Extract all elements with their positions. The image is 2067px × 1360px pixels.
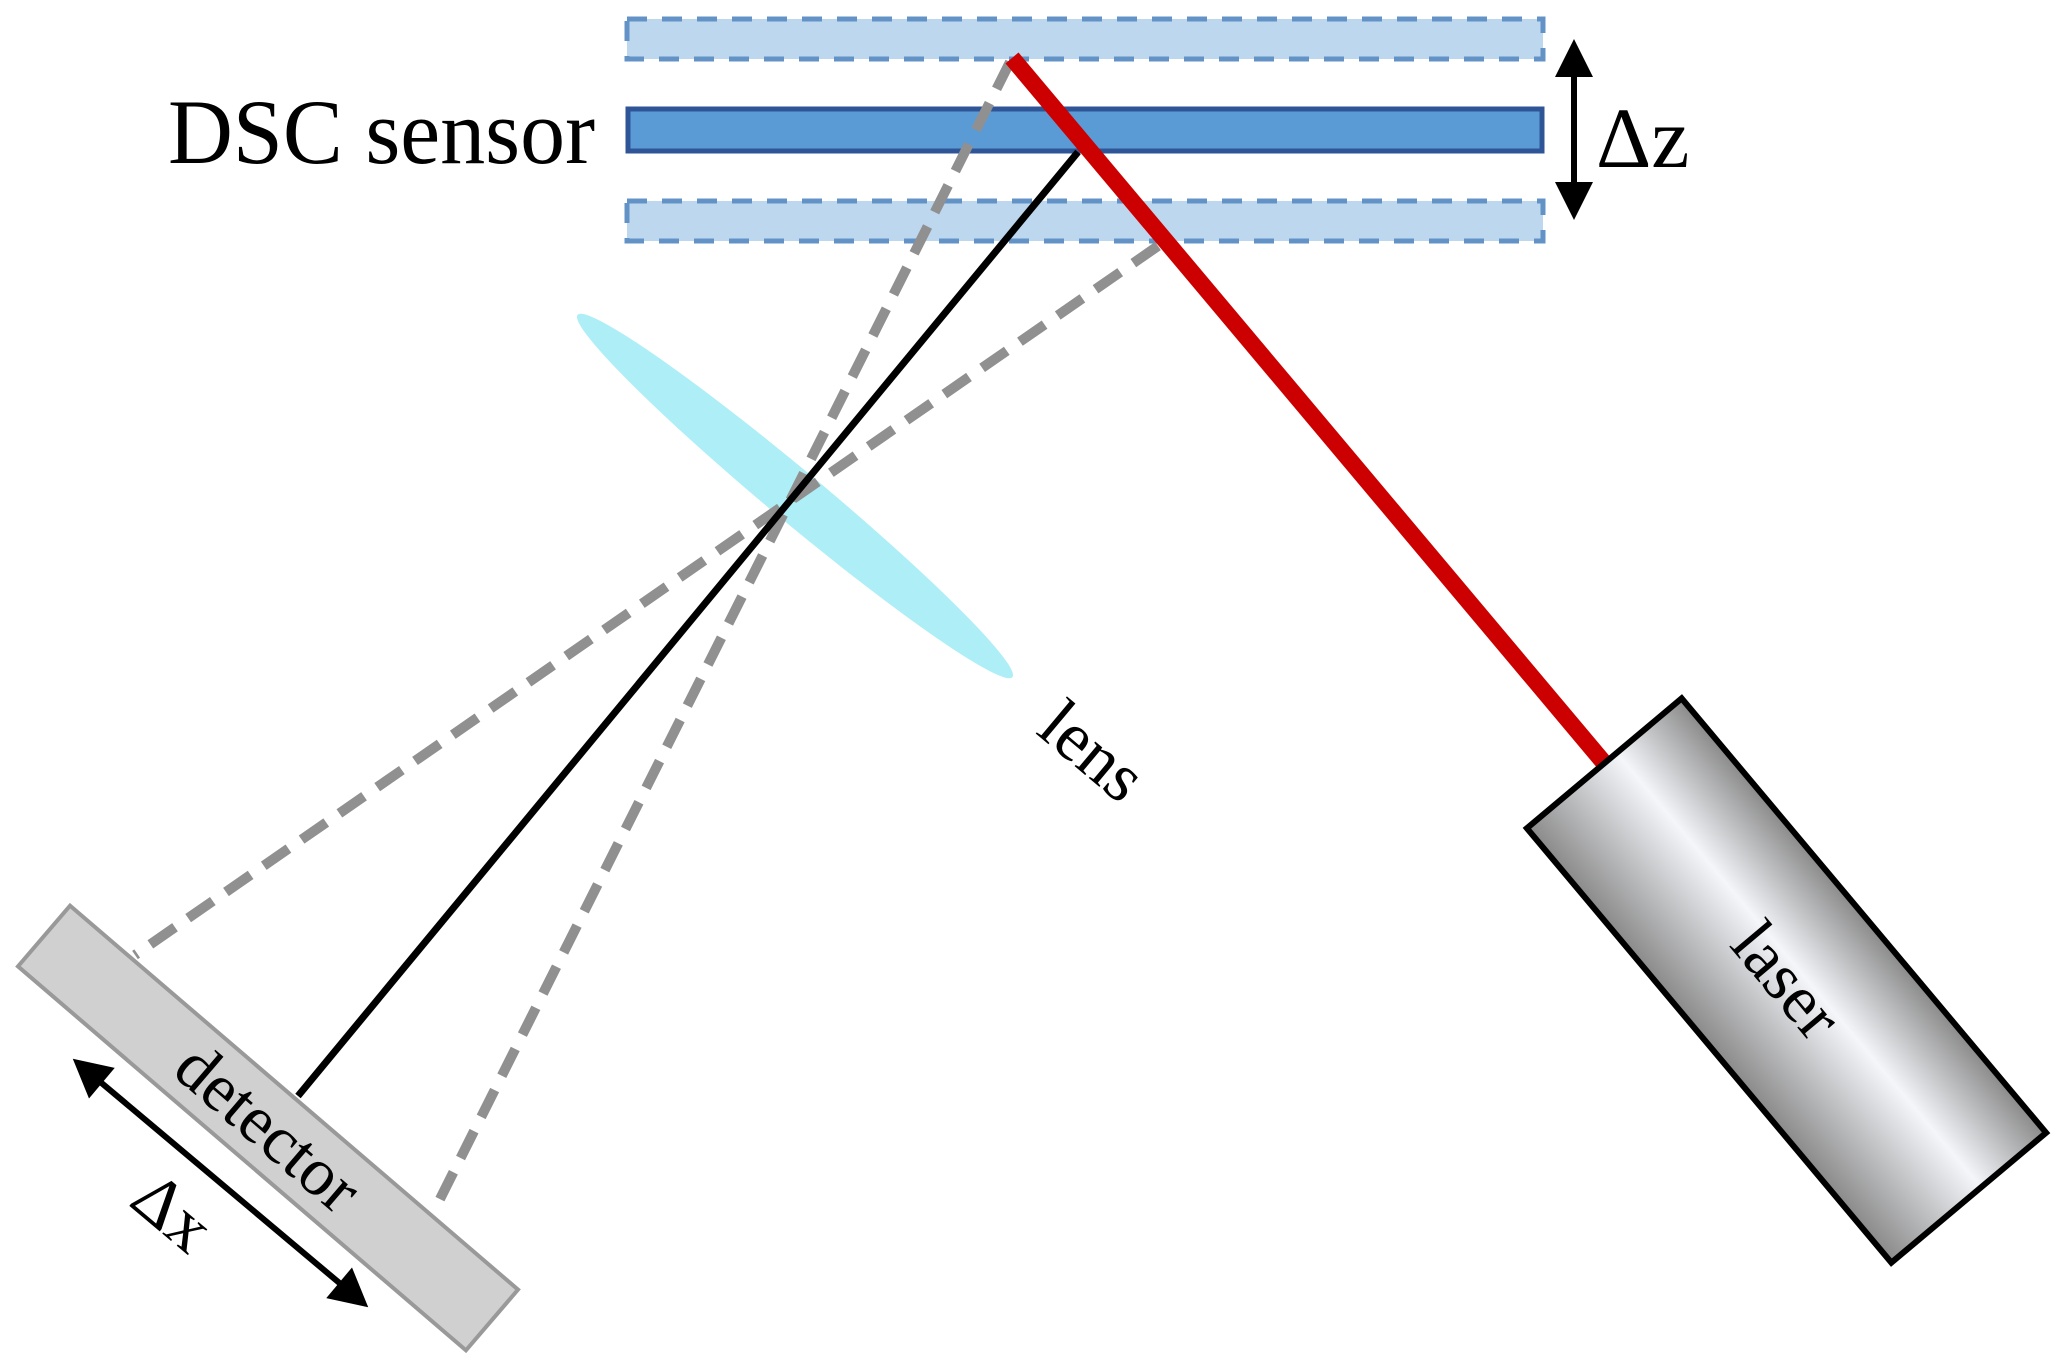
laser-beam <box>1005 52 1612 770</box>
sensor-label: DSC sensor <box>168 81 595 183</box>
detector: detector <box>15 902 521 1354</box>
shifted-beam-lower <box>132 241 1161 960</box>
laser-body: laser <box>1522 694 2051 1267</box>
sensor-upper-position <box>624 16 1546 62</box>
delta-z-label: Δz <box>1596 90 1689 186</box>
arrowhead-down-icon <box>1555 182 1593 220</box>
arrowhead-right-icon <box>326 1267 369 1308</box>
arrowhead-left-icon <box>72 1058 115 1099</box>
delta-z-arrow <box>1555 39 1593 220</box>
lens-label: lens <box>1024 686 1160 817</box>
shifted-beam-upper <box>429 59 1015 1214</box>
reflected-beam <box>295 149 1081 1099</box>
sensor-lower-position <box>624 198 1546 244</box>
delta-x-arrow <box>72 1058 369 1308</box>
arrowhead-up-icon <box>1555 39 1593 77</box>
